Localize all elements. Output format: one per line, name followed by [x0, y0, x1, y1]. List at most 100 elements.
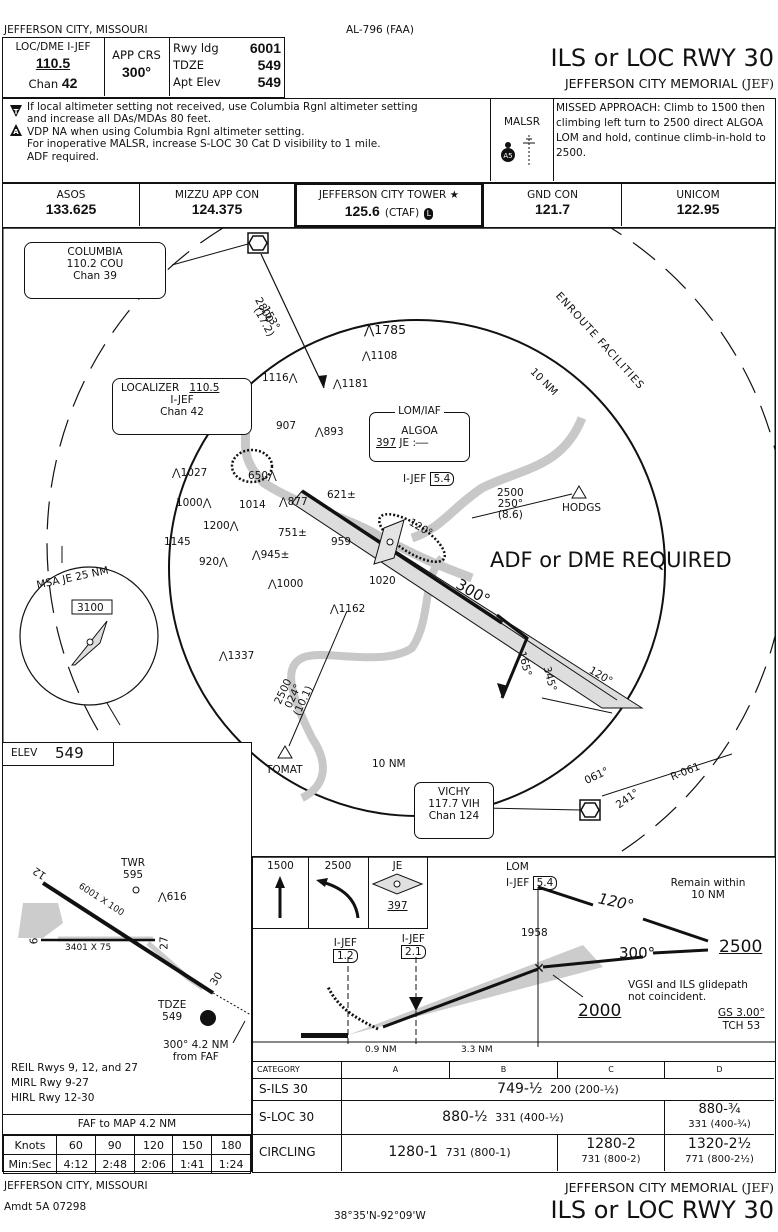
runway-end-9: 9 [26, 937, 39, 945]
minimums-header: CATEGORY A B C D [253, 1062, 774, 1079]
adf-dme-required: ADF or DME REQUIRED [490, 548, 732, 572]
apt-elev-label: Apt Elev [173, 75, 221, 89]
final-course-line [301, 489, 503, 625]
gs-intercept-alt: 1958 [521, 927, 548, 939]
malsr-icon: A5 [501, 135, 535, 165]
category-header: CATEGORY [253, 1062, 342, 1078]
tdze-label: TDZE [173, 58, 205, 72]
svg-text:A5: A5 [503, 152, 512, 160]
lom-ident: JE [399, 437, 410, 449]
comms-strip: ASOS 133.625 MIZZU APP CON 124.375 JEFFE… [2, 182, 776, 228]
comm-tower: JEFFERSON CITY TOWER ★ 125.6 (CTAF) L [294, 182, 484, 228]
profile-view: 1500 2500 JE 397 ✕ LOM I-JEF 5.4 Remain … [252, 856, 776, 1062]
ndb-icon [371, 873, 424, 895]
minimums-row-sils: S-ILS 30 749-½ 200 (200-½) [253, 1078, 774, 1101]
river [287, 555, 446, 802]
msa-circle [19, 546, 159, 726]
app-crs-value: 300° [122, 64, 151, 80]
intermediate-segment [542, 955, 644, 969]
min-main: 1280-2 [586, 1136, 636, 1152]
obstacle-height: 1116 [262, 372, 289, 384]
note-line: If local altimeter setting not received,… [27, 101, 418, 113]
loc-callout-label: LOCALIZER [121, 382, 180, 394]
dme-ident: I-JEF [401, 933, 425, 945]
columbia-callout-line [171, 243, 249, 266]
lom-dme: I-JEF 5.4 [403, 472, 455, 486]
comm-asos: ASOS 133.625 [3, 184, 140, 226]
knots-value: 150 [172, 1135, 213, 1155]
obstacle-height: 945± [260, 549, 290, 561]
comm-freq: 121.7 [534, 201, 571, 217]
time-value: 1:24 [211, 1154, 251, 1174]
vor-freq: 110.2 COU [66, 258, 124, 270]
holding-pattern [377, 512, 447, 564]
missed-hold [230, 448, 274, 484]
lighting-note: MIRL Rwy 9-27 [11, 1077, 89, 1089]
knots-value: 180 [211, 1135, 251, 1155]
comm-name: GND CON [527, 189, 578, 201]
tch: TCH 53 [722, 1020, 761, 1032]
app-crs-label: APP CRS [112, 48, 161, 62]
time-row: Min:Sec 4:12 2:48 2:06 1:41 1:24 [3, 1154, 251, 1174]
route-arrow [318, 375, 327, 388]
obstacle-height: 1000 [276, 578, 304, 590]
columbia-vortac-icon [247, 232, 269, 254]
tdze-value: 549 [162, 1011, 183, 1023]
obstacle-height: 650 [248, 470, 269, 482]
hodgs-fix-icon [571, 485, 587, 499]
lom-label: LOM [506, 861, 529, 873]
min-sub: 331 (400-½) [495, 1111, 564, 1124]
glidepath-area [348, 945, 603, 1035]
min-sub: 200 (200-½) [550, 1083, 619, 1096]
elev-box: ELEV 549 [3, 743, 114, 766]
comm-name: JEFFERSON CITY TOWER ★ [318, 189, 460, 201]
lighting-notes: REIL Rwys 9, 12, and 27 MIRL Rwy 9-27 HI… [11, 1061, 138, 1106]
apt-elev-value: 549 [257, 74, 281, 90]
part-time-icon: L [424, 208, 434, 220]
vor-chan: Chan 39 [73, 270, 117, 282]
loc-callout-freq: 110.5 [189, 382, 220, 394]
obstacle-height: 1020 [369, 575, 396, 587]
footer-amendment: Amdt 5A 07298 [4, 1201, 87, 1213]
lighting-note: HIRL Rwy 12-30 [11, 1092, 95, 1104]
comm-name: ASOS [56, 189, 86, 201]
obstacle-height: 893 [323, 426, 344, 438]
segment-2-dist: 3.3 NM [461, 1045, 493, 1055]
plan-view [2, 228, 776, 858]
runway-12-30 [41, 881, 215, 995]
footer-airport: JEFFERSON CITY MEMORIAL [564, 1180, 738, 1195]
time-label: Min:Sec [3, 1154, 57, 1174]
loc-chan: 42 [61, 75, 78, 91]
outbound-line [541, 697, 613, 714]
notes-text: If local altimeter setting not received,… [27, 101, 497, 163]
obstacle-height: 616 [166, 891, 187, 903]
obstacle-height: 959 [331, 536, 352, 548]
min-main: 1320-2½ [687, 1136, 752, 1152]
svg-text:T: T [14, 108, 19, 116]
knots-value: 120 [133, 1135, 174, 1155]
tdze-label: TDZE [158, 999, 187, 1011]
min-sub: 731 (800-1) [445, 1146, 511, 1159]
loc-box: LOC/DME I-JEF 110.5 Chan 42 [3, 38, 105, 96]
comm-freq: 122.95 [676, 201, 720, 217]
knots-value: 60 [56, 1135, 96, 1155]
msa-altitude: 3100 [77, 602, 104, 614]
twr-elev: 595 [123, 869, 144, 881]
min-main: 1280-1 [388, 1144, 438, 1160]
row-label: CIRCLING [253, 1134, 342, 1171]
lom-callout: LOM/IAF ALGOA 397 JE :––– [369, 405, 470, 462]
segment-1-dist: 0.9 NM [365, 1045, 397, 1055]
ma-turn-icon: 2500 [308, 857, 369, 928]
chart-id: AL-796 (FAA) [346, 24, 414, 36]
pt-arrow [497, 683, 508, 698]
hold-outbound-2 [642, 917, 709, 943]
hold-outbound-1 [537, 885, 594, 907]
elev-label: ELEV [11, 747, 38, 759]
min-sub: 331 (400-¾) [688, 1119, 751, 1130]
notes-strip: T A If local altimeter setting not recei… [2, 98, 776, 183]
runway-diagram [18, 881, 251, 1043]
